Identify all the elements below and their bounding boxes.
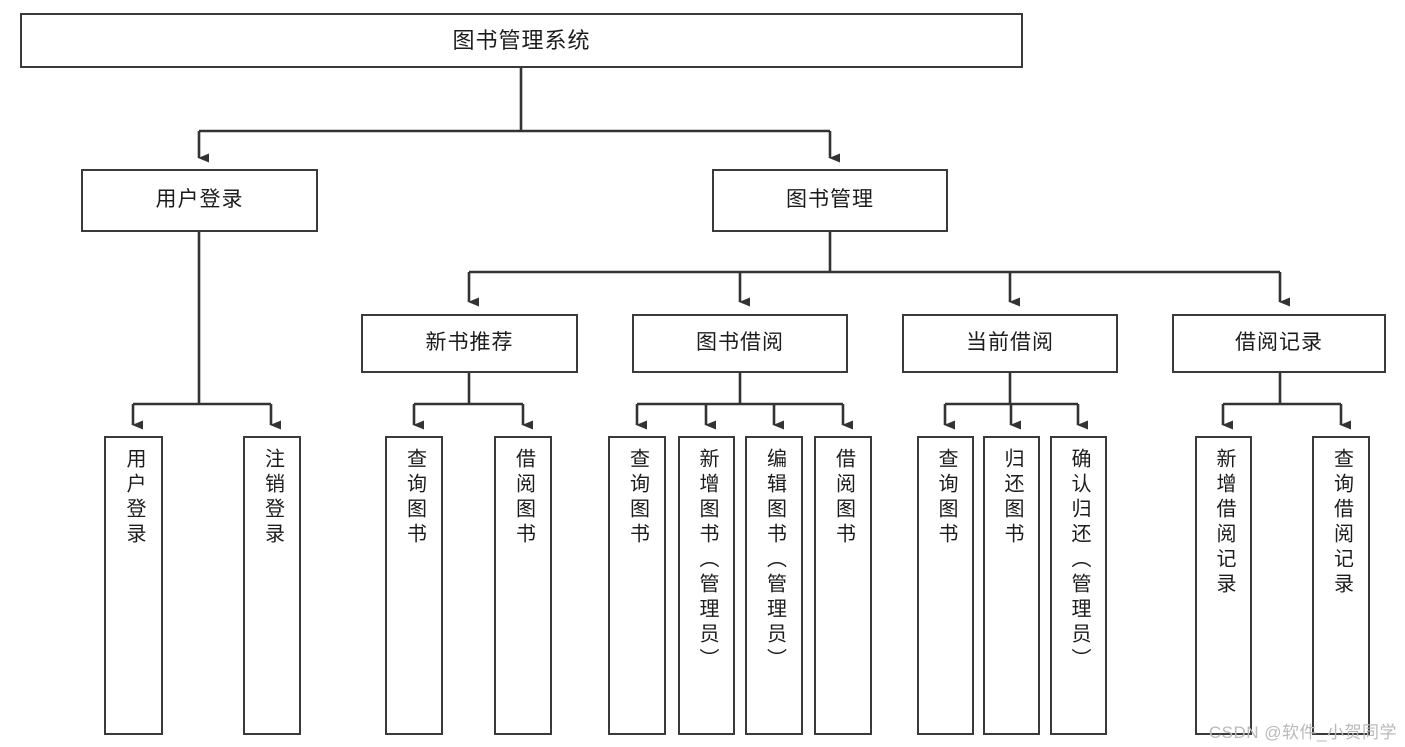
leaf-label: 查询图书 <box>403 448 426 548</box>
leaf-user-login-login[interactable]: 用户登录 <box>104 436 163 735</box>
leaf-label: 编辑图书（管理员） <box>763 448 786 673</box>
leaf-borrow-query-book[interactable]: 查询图书 <box>608 436 666 735</box>
leaf-label: 新增借阅记录 <box>1213 448 1235 598</box>
leaf-record-add-record[interactable]: 新增借阅记录 <box>1195 436 1252 735</box>
leaf-current-confirm-return-admin[interactable]: 确认归还（管理员） <box>1050 436 1107 735</box>
leaf-new-book-query[interactable]: 查询图书 <box>385 436 443 735</box>
node-current-borrow[interactable]: 当前借阅 <box>902 314 1118 373</box>
leaf-label: 用户登录 <box>123 448 145 548</box>
node-borrow-record[interactable]: 借阅记录 <box>1172 314 1386 373</box>
leaf-label: 查询借阅记录 <box>1330 448 1353 598</box>
leaf-label: 注销登录 <box>261 448 284 548</box>
leaf-label: 借阅图书 <box>832 448 855 548</box>
leaf-label: 确认归还（管理员） <box>1068 448 1090 673</box>
node-user-login[interactable]: 用户登录 <box>81 169 318 232</box>
leaf-label: 归还图书 <box>1001 448 1023 548</box>
leaf-new-book-borrow[interactable]: 借阅图书 <box>494 436 552 735</box>
leaf-user-login-logout[interactable]: 注销登录 <box>243 436 301 735</box>
leaf-borrow-borrow-book[interactable]: 借阅图书 <box>814 436 872 735</box>
leaf-label: 查询图书 <box>626 448 649 548</box>
leaf-record-query-record[interactable]: 查询借阅记录 <box>1312 436 1370 735</box>
leaf-label: 查询图书 <box>935 448 957 548</box>
leaf-current-query-book[interactable]: 查询图书 <box>917 436 974 735</box>
leaf-borrow-add-book-admin[interactable]: 新增图书（管理员） <box>678 436 735 735</box>
node-book-borrow[interactable]: 图书借阅 <box>632 314 848 373</box>
leaf-current-return-book[interactable]: 归还图书 <box>983 436 1040 735</box>
leaf-borrow-edit-book-admin[interactable]: 编辑图书（管理员） <box>745 436 803 735</box>
leaf-label: 新增图书（管理员） <box>696 448 718 673</box>
node-root-system[interactable]: 图书管理系统 <box>20 13 1023 68</box>
node-book-management[interactable]: 图书管理 <box>712 169 948 232</box>
node-new-book-recommend[interactable]: 新书推荐 <box>361 314 578 373</box>
leaf-label: 借阅图书 <box>512 448 535 548</box>
csdn-watermark: CSDN @软件_小贺同学 <box>1208 723 1397 742</box>
